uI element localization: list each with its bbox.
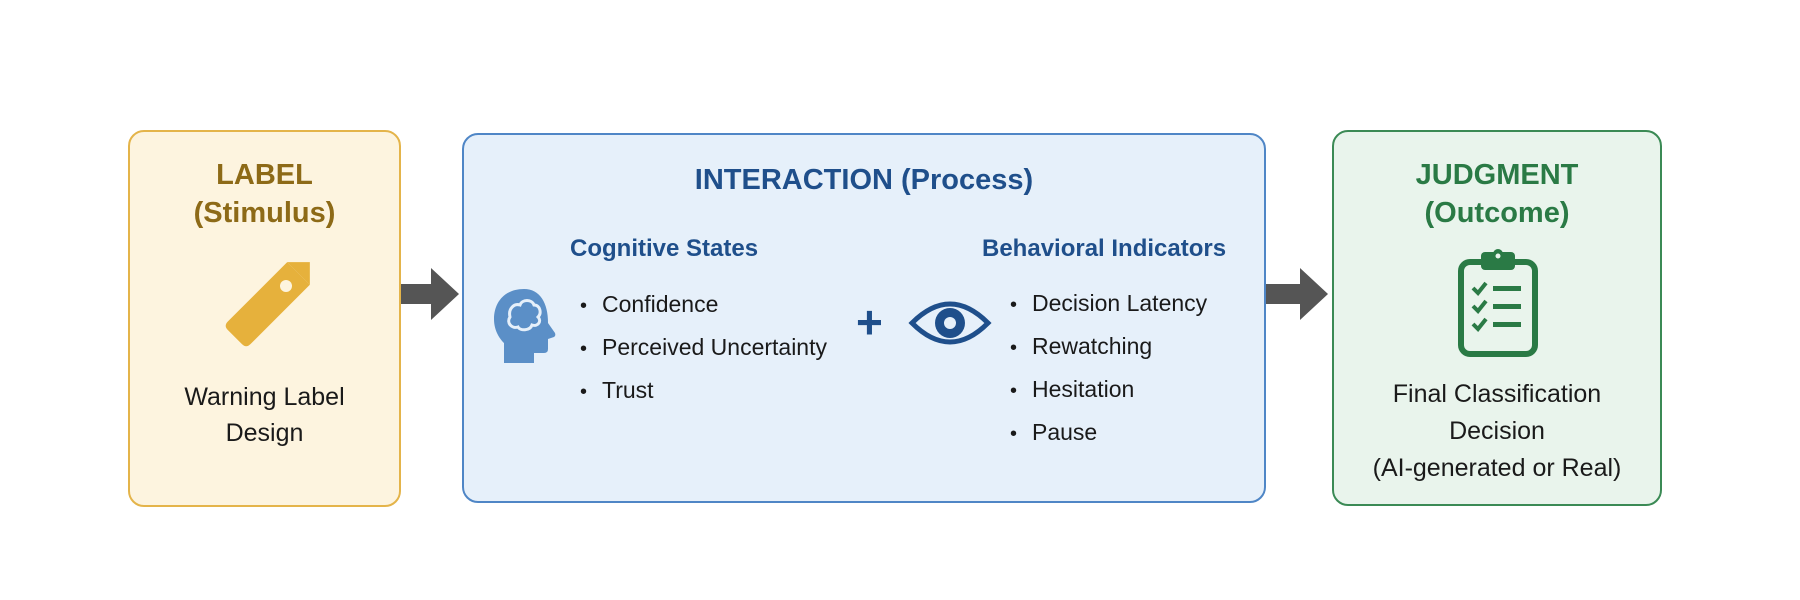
behavioral-indicators-heading: Behavioral Indicators	[982, 235, 1227, 262]
label-title: LABEL	[216, 159, 313, 191]
list-item: Hesitation	[1010, 369, 1207, 412]
behavioral-indicators-list: Decision Latency Rewatching Hesitation P…	[1010, 283, 1207, 455]
arrow-interaction-to-judgment	[1266, 268, 1328, 320]
list-item: Pause	[1010, 412, 1207, 455]
eye-icon	[908, 301, 992, 345]
clipboard-checklist-icon	[1458, 249, 1538, 357]
list-item: Trust	[580, 370, 827, 413]
label-description-line1: Warning Label	[184, 383, 345, 411]
judgment-subtitle: (Outcome)	[1424, 197, 1570, 229]
interaction-title: INTERACTION (Process)	[694, 164, 1034, 196]
head-brain-icon	[494, 289, 556, 363]
tag-icon	[225, 262, 310, 347]
list-item: Perceived Uncertainty	[580, 327, 827, 370]
plus-sign: +	[856, 296, 883, 348]
judgment-title: JUDGMENT	[1415, 159, 1579, 191]
cognitive-states-list: Confidence Perceived Uncertainty Trust	[580, 284, 827, 413]
arrow-label-to-interaction	[401, 268, 459, 320]
interaction-process-box: INTERACTION (Process) Cognitive States C…	[462, 133, 1266, 503]
list-item: Rewatching	[1010, 326, 1207, 369]
judgment-outcome-box: JUDGMENT (Outcome) Final Classification …	[1332, 130, 1662, 506]
judgment-description-line1: Final Classification	[1392, 380, 1602, 408]
judgment-description-line2: Decision	[1449, 417, 1545, 445]
list-item: Confidence	[580, 284, 827, 327]
label-subtitle: (Stimulus)	[193, 197, 336, 229]
judgment-description-line3: (AI-generated or Real)	[1372, 454, 1622, 482]
list-item: Decision Latency	[1010, 283, 1207, 326]
label-stimulus-box: LABEL (Stimulus) Warning Label Design	[128, 130, 401, 507]
cognitive-states-heading: Cognitive States	[570, 235, 759, 262]
label-description-line2: Design	[225, 419, 304, 447]
